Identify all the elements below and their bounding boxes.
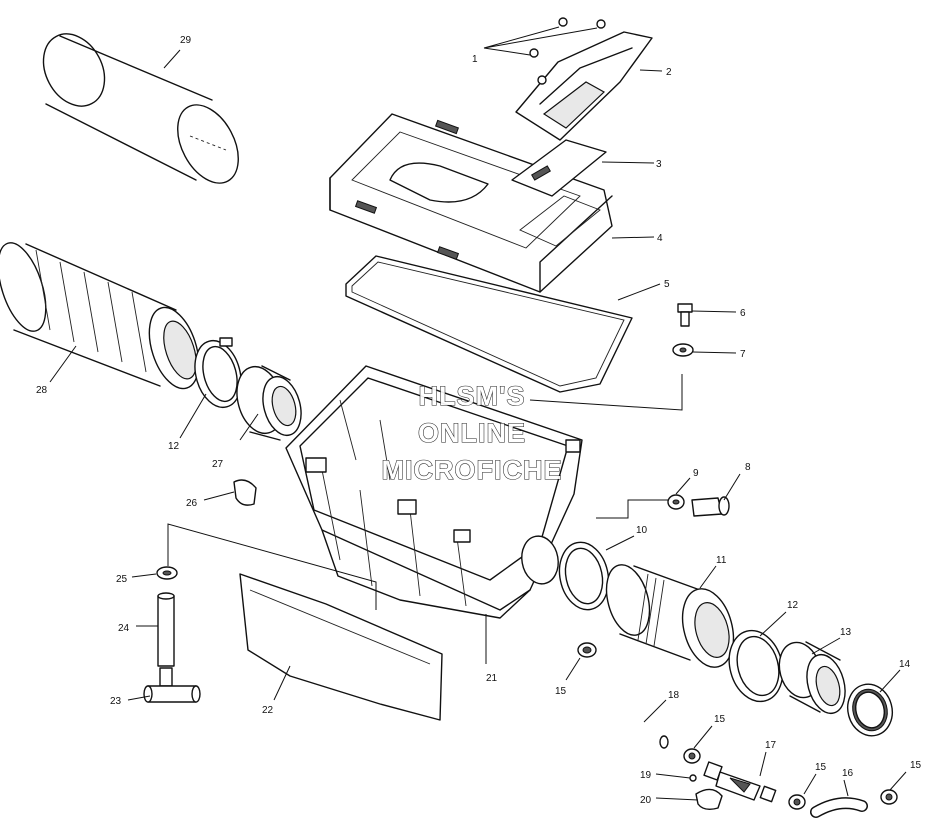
- part-23-tee-fitting: [143, 667, 201, 703]
- part-15-clamp-d: [880, 789, 898, 805]
- part-28-air-filter: [0, 242, 200, 390]
- callout-28: 28: [36, 385, 48, 396]
- callout-4: 4: [657, 233, 663, 244]
- part-7-washer: [672, 343, 694, 357]
- callout-23: 23: [110, 696, 122, 707]
- part-22-shield: [239, 573, 443, 721]
- callout-15-d: 15: [910, 760, 922, 771]
- callout-1: 1: [472, 54, 478, 65]
- part-4-airbox-lid: [329, 113, 613, 293]
- part-6-bolt: [677, 303, 693, 327]
- callout-22: 22: [262, 705, 274, 716]
- callout-13: 13: [840, 627, 852, 638]
- part-15-clamp-a: [577, 642, 597, 658]
- part-24-drain-tube: [157, 592, 175, 667]
- callout-7: 7: [740, 349, 746, 360]
- callout-labels: 1 2 3 4 5 6 7 8 9 10 11 12 12 13 14 15 1…: [36, 35, 922, 806]
- part-8-fitting: [691, 496, 730, 517]
- callout-15-a: 15: [555, 686, 567, 697]
- part-17-check-valve: [703, 761, 777, 803]
- callout-8: 8: [745, 462, 751, 473]
- part-1-screws: [529, 17, 606, 85]
- watermark: HLSM'S ONLINE MICROFICHE: [381, 380, 563, 485]
- callout-6: 6: [740, 308, 746, 319]
- leader-lines: [49, 26, 907, 801]
- part-14-band-clamp: [847, 683, 893, 737]
- part-19-screw: [689, 774, 697, 782]
- callout-3: 3: [656, 159, 662, 170]
- part-20-clip: [695, 788, 723, 811]
- callout-16: 16: [842, 768, 854, 779]
- callout-5: 5: [664, 279, 670, 290]
- callout-11: 11: [716, 555, 727, 566]
- callout-14: 14: [899, 659, 911, 670]
- part-27-adapter-ring: [236, 365, 302, 441]
- part-12-clamp-right: [728, 629, 784, 703]
- part-18-breather-hose: [596, 648, 669, 749]
- callout-12-left: 12: [168, 441, 180, 452]
- callout-25: 25: [116, 574, 128, 585]
- part-29-prefilter-sleeve: [42, 33, 239, 184]
- part-9-nut: [667, 494, 685, 510]
- callout-2: 2: [666, 67, 672, 78]
- part-13-rubber-boot: [778, 641, 846, 715]
- callout-29: 29: [180, 35, 192, 46]
- part-11-intake-boot: [605, 564, 735, 668]
- callout-9: 9: [693, 468, 699, 479]
- callout-12-right: 12: [787, 600, 799, 611]
- callout-10: 10: [636, 525, 648, 536]
- part-25-hose-clamp: [156, 566, 178, 580]
- part-10-o-ring: [558, 541, 610, 611]
- part-15-clamp-c: [788, 794, 806, 810]
- callout-27: 27: [212, 459, 224, 470]
- part-21-airbox-base: [285, 365, 583, 619]
- part-5-gasket: [345, 255, 633, 393]
- callout-24: 24: [118, 623, 130, 634]
- callout-20: 20: [640, 795, 652, 806]
- callout-26: 26: [186, 498, 198, 509]
- callout-19: 19: [640, 770, 652, 781]
- part-12-clamp-left: [194, 337, 242, 409]
- part-2-intake-snorkel: [515, 31, 653, 141]
- callout-15-c: 15: [815, 762, 827, 773]
- part-26-clip: [233, 479, 257, 506]
- callout-15-b: 15: [714, 714, 726, 725]
- callout-21: 21: [486, 673, 498, 684]
- callout-18: 18: [668, 690, 680, 701]
- watermark-line-3: MICROFICHE: [382, 455, 563, 485]
- part-15-clamp-b: [683, 748, 701, 764]
- part-3-intake-plate: [511, 139, 607, 197]
- callout-17: 17: [765, 740, 777, 751]
- part-16-hose: [810, 797, 868, 818]
- watermark-line-2: ONLINE: [418, 418, 526, 448]
- watermark-line-1: HLSM'S: [419, 381, 526, 411]
